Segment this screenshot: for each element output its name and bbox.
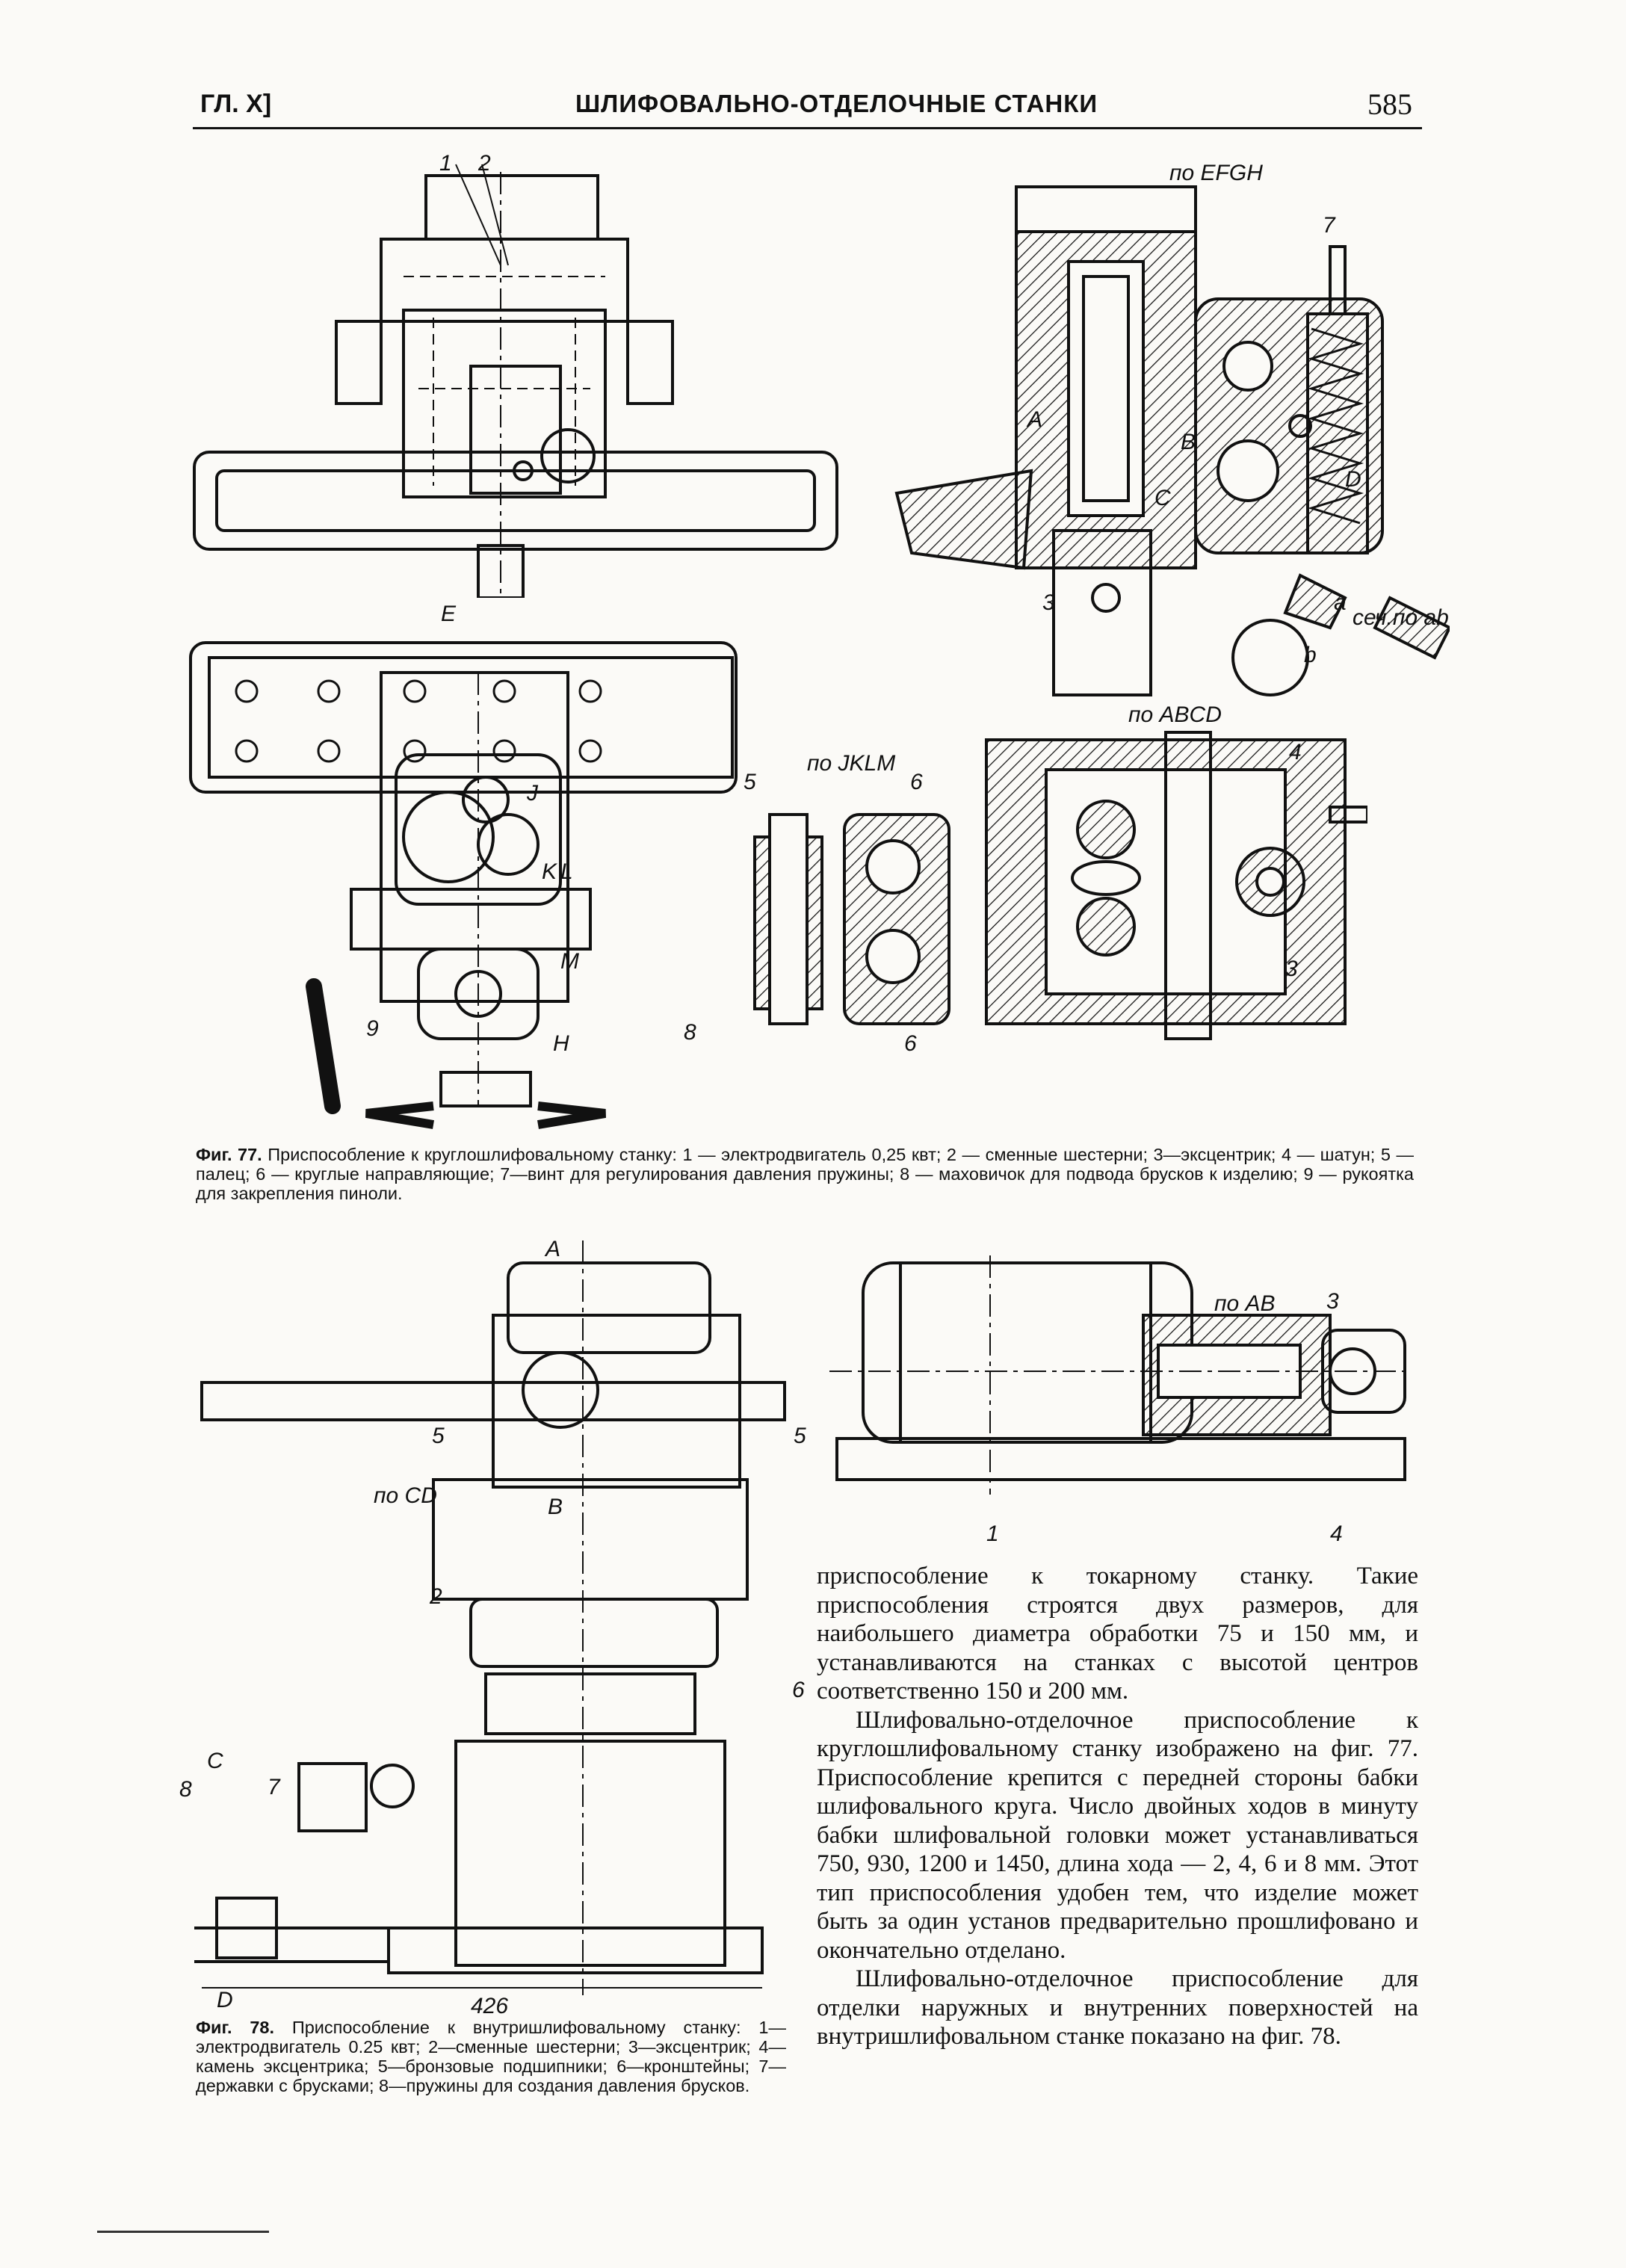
fig78-callout-4: 4 xyxy=(1330,1521,1343,1546)
fig77-callout-1: 1 xyxy=(439,151,452,176)
fig77-section-abcd xyxy=(979,725,1367,1046)
fig77-callout-6-bottom: 6 xyxy=(904,1031,917,1056)
body-text-column: приспособление к токарному станку. Такие… xyxy=(817,1562,1418,2051)
body-paragraph-1: приспособление к токарному станку. Такие… xyxy=(817,1563,1418,1705)
fig77-letter-b: B xyxy=(1181,430,1196,454)
fig77-callout-3-top: 3 xyxy=(1042,590,1055,615)
fig77-caption: Фиг. 77. Приспособление к круглошлифовал… xyxy=(196,1145,1414,1203)
fig78-assembly-view xyxy=(187,1240,800,2003)
fig77-letter-l: L xyxy=(560,859,573,884)
fig78-label-cd: по CD xyxy=(374,1483,437,1508)
chapter-label: ГЛ. X] xyxy=(200,90,272,118)
fig77-letter-small-a: a xyxy=(1334,590,1347,615)
fig78-letter-a: A xyxy=(545,1237,561,1261)
fig77-letter-a: A xyxy=(1027,407,1043,432)
page-number: 585 xyxy=(1367,87,1412,121)
fig78-caption-text: Приспособление к внутришлифовальному ста… xyxy=(196,2018,786,2095)
fig77-letter-j: J xyxy=(527,781,538,806)
fig77-callout-3-bottom: 3 xyxy=(1285,957,1298,981)
fig78-callout-6: 6 xyxy=(792,1678,805,1702)
fig77-letter-k: K xyxy=(542,859,557,884)
fig77-section-efgh xyxy=(882,179,1450,702)
footer-rule xyxy=(97,2231,269,2233)
fig77-caption-text: Приспособление к круглошлифовальному ста… xyxy=(196,1145,1415,1203)
body-paragraph-2: Шлифовально-отделочное приспособление к … xyxy=(817,1706,1418,1964)
fig77-callout-4: 4 xyxy=(1289,740,1302,764)
fig78-callout-1: 1 xyxy=(986,1521,999,1546)
fig77-callout-8: 8 xyxy=(684,1020,696,1045)
running-title: ШЛИФОВАЛЬНО-ОТДЕЛОЧНЫЕ СТАНКИ xyxy=(575,90,1098,117)
fig77-callout-5: 5 xyxy=(744,770,756,794)
fig78-letter-d: D xyxy=(217,1988,233,2012)
fig77-caption-lead: Фиг. 77. xyxy=(196,1145,262,1164)
fig78-dimension: 426 xyxy=(471,1994,509,2018)
fig78-caption-lead: Фиг. 78. xyxy=(196,2018,274,2037)
fig78-callout-8: 8 xyxy=(179,1777,192,1802)
fig78-letter-b: B xyxy=(548,1495,563,1519)
fig77-callout-6-top: 6 xyxy=(910,770,923,794)
fig77-label-jklm: по JKLM xyxy=(807,751,896,776)
fig77-label-ab: сеч.по ab xyxy=(1353,605,1449,630)
fig78-callout-5-right: 5 xyxy=(794,1424,806,1448)
fig78-letter-c: C xyxy=(207,1749,223,1773)
fig78-section-ab xyxy=(829,1255,1420,1517)
fig77-front-view xyxy=(187,149,844,598)
fig77-plan-view xyxy=(187,628,740,1136)
fig77-callout-7: 7 xyxy=(1323,213,1335,238)
fig78-callout-2: 2 xyxy=(430,1584,442,1609)
fig77-label-abcd: по ABCD xyxy=(1128,702,1222,727)
fig77-letter-c: C xyxy=(1154,486,1171,510)
fig78-callout-7: 7 xyxy=(268,1775,280,1799)
fig77-section-jklm xyxy=(747,792,964,1039)
fig77-callout-2: 2 xyxy=(478,151,491,176)
fig78-callout-5-left: 5 xyxy=(432,1424,445,1448)
fig77-label-efgh: по EFGH xyxy=(1169,161,1263,185)
fig78-label-ab: по AB xyxy=(1214,1291,1276,1316)
fig77-letter-small-b: b xyxy=(1304,643,1317,667)
fig77-letter-e: E xyxy=(441,602,457,626)
fig77-letter-d: D xyxy=(1345,467,1361,492)
header-rule xyxy=(193,127,1422,129)
fig77-letter-m: M xyxy=(560,949,579,974)
fig78-callout-3: 3 xyxy=(1326,1289,1339,1314)
fig77-letter-h: H xyxy=(553,1031,569,1056)
body-paragraph-3: Шлифовально-отделочное приспособление дл… xyxy=(817,1965,1418,2050)
fig78-caption: Фиг. 78. Приспособление к внутришлифовал… xyxy=(196,2018,786,2095)
fig77-callout-9: 9 xyxy=(366,1016,379,1041)
